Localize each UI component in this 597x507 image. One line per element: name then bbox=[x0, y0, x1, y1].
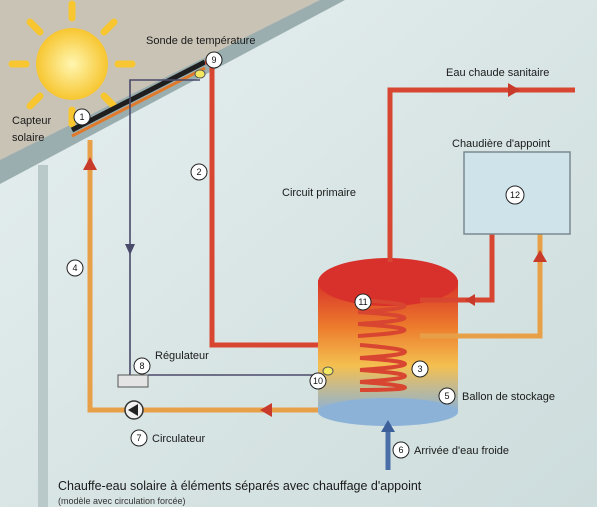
marker-8: 8 bbox=[139, 361, 144, 371]
label-circulator: Circulateur bbox=[152, 433, 206, 445]
number-markers: 1 2 3 4 5 6 7 8 9 10 11 12 bbox=[66, 51, 525, 459]
marker-10: 10 bbox=[313, 376, 323, 386]
marker-3: 3 bbox=[417, 364, 422, 374]
cold-water-arrow bbox=[381, 420, 395, 432]
marker-6: 6 bbox=[398, 445, 403, 455]
label-storage-tank: Ballon de stockage bbox=[462, 391, 555, 403]
temperature-probe bbox=[194, 69, 206, 79]
marker-9: 9 bbox=[211, 55, 216, 65]
caption-subtitle: (modèle avec circulation forcée) bbox=[58, 496, 186, 506]
roof bbox=[0, 0, 345, 184]
marker-7: 7 bbox=[136, 433, 141, 443]
coil-to-boiler-pipe bbox=[420, 234, 543, 339]
label-regulator: Régulateur bbox=[155, 350, 209, 362]
hot-water-arrow bbox=[508, 83, 520, 97]
marker-11: 11 bbox=[358, 297, 367, 307]
marker-4: 4 bbox=[72, 263, 77, 273]
boiler-to-coil-pipe bbox=[420, 234, 495, 303]
label-boiler: Chaudière d'appoint bbox=[452, 138, 550, 150]
marker-12: 12 bbox=[510, 190, 520, 200]
wall bbox=[38, 165, 48, 507]
boiler-coil bbox=[357, 298, 407, 338]
label-cold-water-inlet: Arrivée d'eau froide bbox=[414, 445, 509, 457]
label-primary-circuit: Circuit primaire bbox=[282, 187, 356, 199]
boiler-return-arrow bbox=[533, 250, 547, 262]
regulator-box bbox=[117, 374, 149, 388]
sensor-wire-arrow bbox=[125, 244, 135, 255]
marker-1: 1 bbox=[79, 112, 84, 122]
label-temperature-probe: Sonde de température bbox=[146, 35, 255, 47]
label-collector-line1: Capteur bbox=[12, 115, 51, 127]
marker-2: 2 bbox=[196, 167, 201, 177]
return-arrow-left bbox=[260, 403, 272, 417]
return-arrow-up bbox=[83, 157, 97, 170]
circulator-pump-icon bbox=[124, 400, 144, 420]
solar-collector bbox=[70, 59, 207, 133]
label-collector-line2: solaire bbox=[12, 132, 44, 144]
caption-title: Chauffe-eau solaire à éléments séparés a… bbox=[58, 479, 422, 493]
solar-coil bbox=[359, 343, 407, 392]
tank-sensor bbox=[322, 366, 334, 376]
sun-icon bbox=[8, 0, 136, 128]
marker-5: 5 bbox=[444, 391, 449, 401]
label-hot-water: Eau chaude sanitaire bbox=[446, 67, 549, 79]
sensor-wire bbox=[129, 79, 200, 375]
boiler-arrow bbox=[465, 294, 475, 306]
storage-tank bbox=[318, 258, 458, 426]
